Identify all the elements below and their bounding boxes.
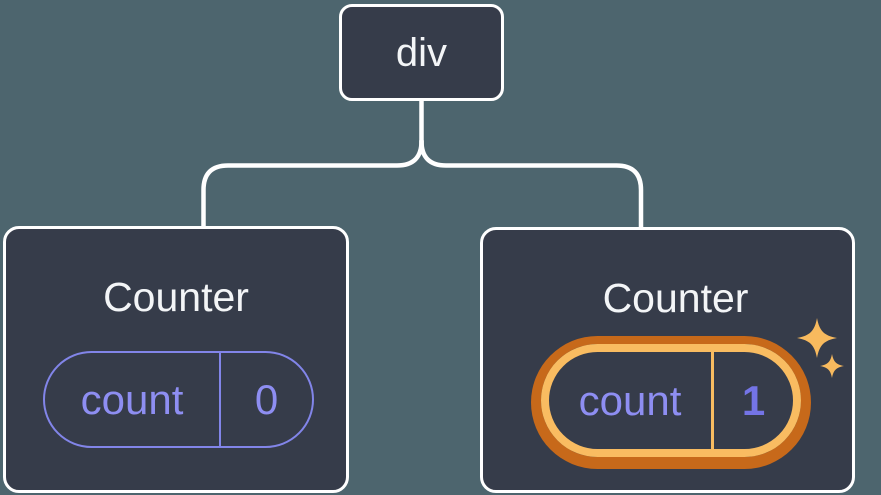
state-key-label: count	[80, 375, 184, 423]
state-value: 1	[741, 376, 766, 424]
sparkle-small-icon	[820, 354, 844, 378]
sparkle-large-icon	[797, 318, 837, 358]
pill-divider	[711, 352, 714, 449]
state-pill: count 0	[43, 351, 314, 448]
connector-branch-left	[201, 138, 424, 230]
component-title: Counter	[602, 275, 749, 321]
counter-card-left: Counter count 0	[3, 226, 349, 493]
pill-divider	[219, 353, 221, 446]
state-value: 0	[254, 375, 279, 423]
state-key-label: count	[578, 376, 682, 424]
root-node-label: div	[395, 30, 448, 75]
state-pill-highlighted: count 1	[541, 344, 801, 457]
counter-card-right: Counter count 1	[480, 227, 855, 493]
connector-branch-right	[419, 138, 644, 230]
component-title: Counter	[103, 274, 249, 320]
root-node: div	[339, 4, 504, 101]
